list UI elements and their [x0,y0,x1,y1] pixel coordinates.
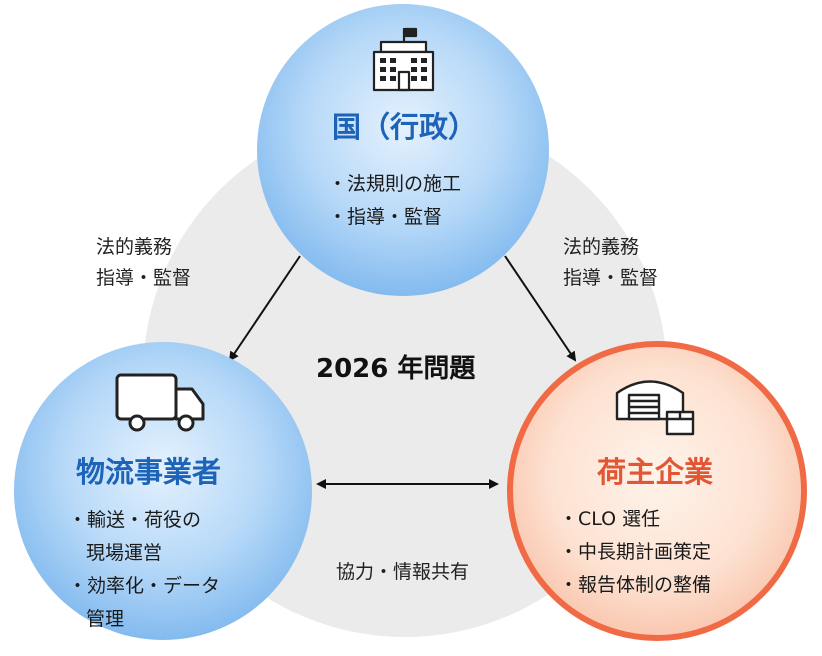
center-title: 2026 年問題 [316,354,476,384]
logistics-circle [14,342,312,640]
logistics-title: 物流事業者 [76,455,222,489]
edge-label-bottom: 協力・情報共有 [336,561,470,583]
logistics-item: ・輸送・荷役の [68,509,202,531]
logistics-item: 現場運営 [86,542,163,564]
government-item: ・法規則の施工 [328,173,462,195]
edge-label-right-line2: 指導・監督 [563,267,659,289]
edge-label-right-line1: 法的義務 [563,236,640,258]
government-item: ・指導・監督 [328,206,443,228]
edge-label-right: 法的義務 指導・監督 [563,232,658,294]
edge-label-left-line1: 法的義務 [96,236,173,258]
shipper-item: ・CLO 選任 [559,508,661,530]
arrow-government-to-logistics [228,255,301,362]
shipper-title: 荷主企業 [597,455,714,489]
shipper-items: ・CLO 選任 ・中長期計画策定 ・報告体制の整備 [559,503,711,602]
government-circle [257,4,549,296]
government-title: 国（行政） [332,110,478,144]
edge-label-left: 法的義務 指導・監督 [96,232,191,294]
logistics-items: ・輸送・荷役の 現場運営 ・効率化・データ 管理 [68,504,220,636]
logistics-item: ・効率化・データ [68,575,221,597]
government-building-icon [372,27,435,92]
shipper-item: ・報告体制の整備 [559,574,712,596]
shipper-circle [507,341,807,641]
truck-icon [115,373,205,432]
edge-label-left-line2: 指導・監督 [96,267,192,289]
government-items: ・法規則の施工 ・指導・監督 [328,168,461,234]
shipper-item: ・中長期計画策定 [559,541,712,563]
logistics-item: 管理 [86,608,125,630]
arrow-government-to-shipper [504,255,577,362]
warehouse-icon [615,380,695,436]
